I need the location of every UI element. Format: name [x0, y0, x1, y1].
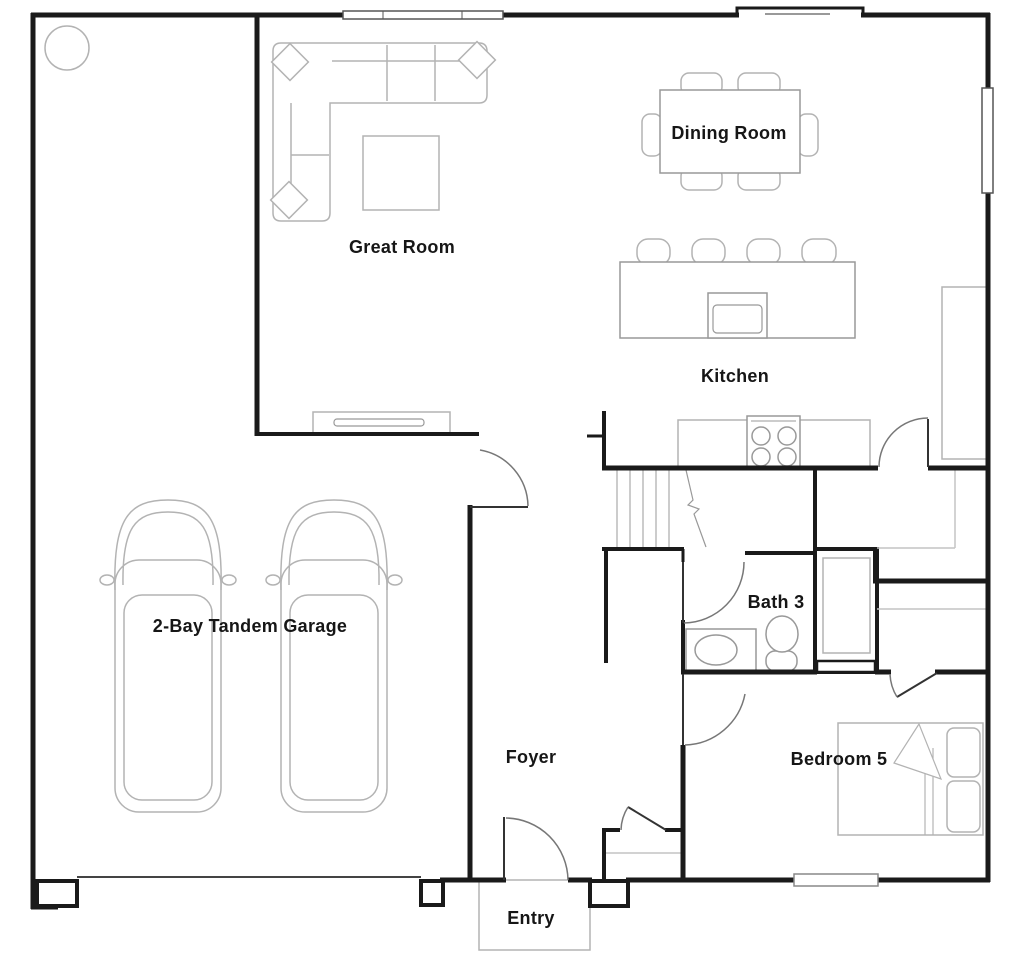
pantry-counter [941, 286, 989, 460]
dining-bay-wall [735, 6, 865, 17]
interior-walls [254, 13, 990, 882]
sectional-sofa [269, 40, 497, 222]
entry-door [503, 817, 569, 881]
car [265, 499, 403, 813]
toilet [765, 615, 799, 672]
label-bath-3: Bath 3 [748, 592, 805, 612]
tv-console [312, 411, 451, 434]
room-labels: Dining Room Great Room Kitchen 2-Bay Tan… [153, 123, 888, 928]
kitchen-pantry-door [878, 417, 929, 468]
garage-entry-door [470, 449, 529, 508]
water-heater-icon [44, 25, 90, 71]
entry-porch [478, 879, 591, 951]
pantry-shelves [877, 470, 956, 549]
stair-break-line [685, 469, 707, 548]
bar-stools [636, 238, 837, 266]
car [99, 499, 237, 813]
vanity-sink [685, 628, 757, 673]
shower [813, 547, 879, 674]
great-room-window [342, 10, 504, 20]
stairs [616, 469, 707, 548]
dining-side-window [981, 87, 994, 194]
bath-door [682, 561, 745, 624]
label-kitchen: Kitchen [701, 366, 769, 386]
label-foyer: Foyer [506, 747, 557, 767]
label-bedroom-5: Bedroom 5 [791, 749, 888, 769]
label-dining-room: Dining Room [671, 123, 786, 143]
bedroom-window [793, 873, 879, 887]
kitchen-island [619, 261, 856, 339]
garage-door-piers [35, 879, 630, 908]
bedroom-door [682, 674, 746, 746]
bedroom-closet-door [889, 672, 938, 698]
cooktop-stove [746, 415, 801, 468]
label-entry: Entry [507, 908, 555, 928]
dining-table [659, 89, 801, 174]
understair-closet-door [620, 806, 667, 831]
coffee-table [362, 135, 440, 211]
bed [837, 722, 984, 836]
label-garage: 2-Bay Tandem Garage [153, 616, 347, 636]
label-great-room: Great Room [349, 237, 455, 257]
